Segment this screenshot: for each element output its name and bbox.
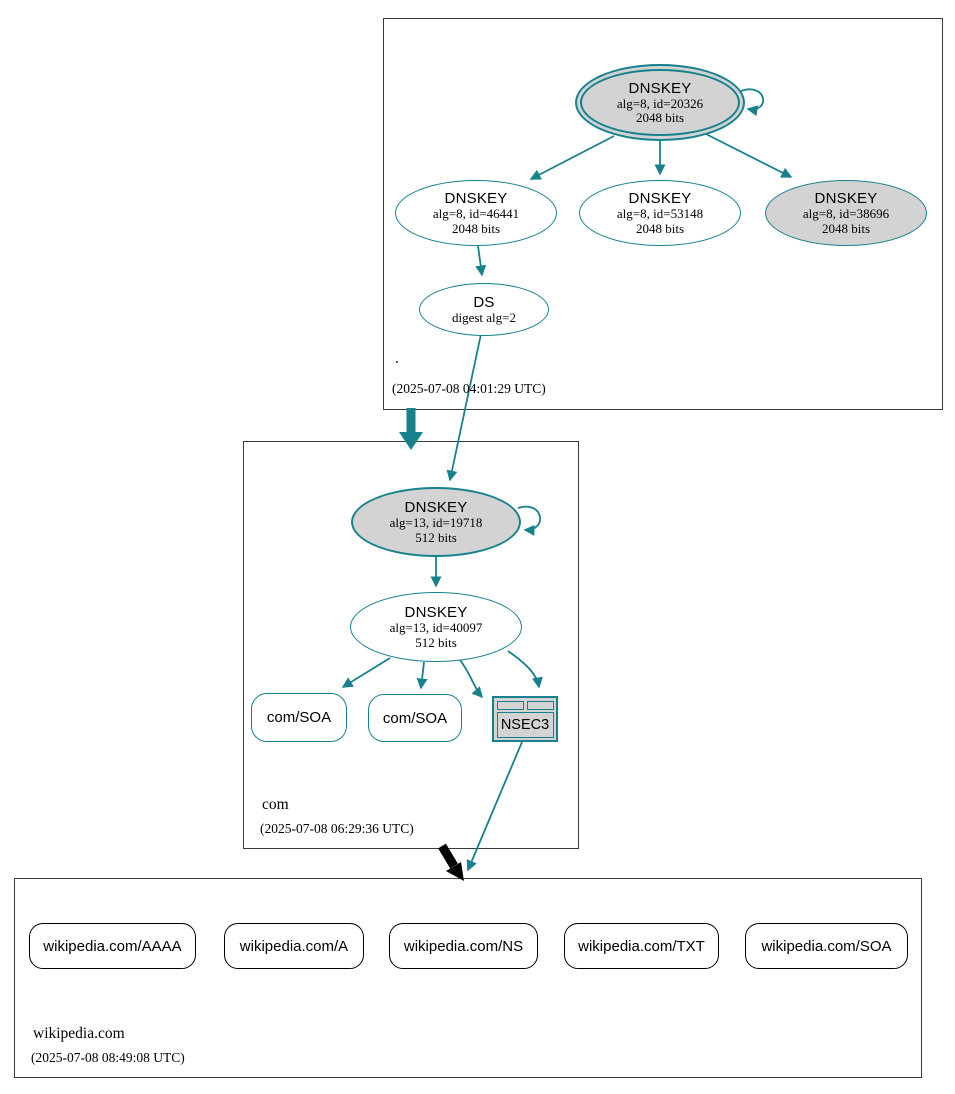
delegation-arrow-com-to-wikipedia <box>438 843 464 881</box>
wikipedia-zone-timestamp: (2025-07-08 08:49:08 UTC) <box>31 1050 185 1065</box>
dnskey-38696-bits: 2048 bits <box>821 220 871 236</box>
nsec3-node: NSEC3 <box>492 696 558 742</box>
wikipedia-zone-label: wikipedia.com <box>33 1025 125 1042</box>
dnskey-38696-title: DNSKEY <box>814 190 878 207</box>
dnskey-53148-title: DNSKEY <box>628 190 692 207</box>
ds-title: DS <box>473 293 495 311</box>
nsec3-label: NSEC3 <box>496 712 554 738</box>
wikipedia-txt-node: wikipedia.com/TXT <box>564 923 719 969</box>
dnskey-46441-bits: 2048 bits <box>451 220 501 236</box>
dnskey-46441-title: DNSKEY <box>444 190 508 207</box>
dnskey-19718-alg: alg=13, id=19718 <box>389 515 483 530</box>
dnskey-40097-node: DNSKEY alg=13, id=40097 512 bits <box>350 592 522 662</box>
root-zone-label: . <box>395 350 399 367</box>
nsec3-header-row <box>496 700 554 710</box>
dnskey-38696-alg: alg=8, id=38696 <box>802 206 890 221</box>
dnskey-40097-alg: alg=13, id=40097 <box>389 620 483 635</box>
wikipedia-a-node: wikipedia.com/A <box>224 923 364 969</box>
wikipedia-soa-node: wikipedia.com/SOA <box>745 923 908 969</box>
dnskey-46441-alg: alg=8, id=46441 <box>432 206 520 221</box>
wikipedia-ns-node: wikipedia.com/NS <box>389 923 538 969</box>
dnskey-20326-alg: alg=8, id=20326 <box>616 95 704 111</box>
dnskey-19718-node: DNSKEY alg=13, id=19718 512 bits <box>351 487 521 557</box>
dnskey-20326-node: DNSKEY alg=8, id=20326 2048 bits <box>575 64 745 141</box>
nsec3-header-cell-right <box>526 700 554 710</box>
com-zone-label: com <box>262 796 289 813</box>
dnskey-38696-node: DNSKEY alg=8, id=38696 2048 bits <box>765 180 927 246</box>
dnskey-20326-title: DNSKEY <box>628 79 692 97</box>
wikipedia-aaaa-node: wikipedia.com/AAAA <box>29 923 196 969</box>
dnskey-40097-title: DNSKEY <box>404 604 468 621</box>
nsec3-header-cell-left <box>496 700 524 710</box>
wikipedia-zone-box <box>14 878 922 1078</box>
root-zone-timestamp: (2025-07-08 04:01:29 UTC) <box>392 381 546 396</box>
ds-digest: digest alg=2 <box>451 309 517 325</box>
com-zone-timestamp: (2025-07-08 06:29:36 UTC) <box>260 821 414 836</box>
dnskey-53148-bits: 2048 bits <box>635 220 685 236</box>
com-soa-node-2: com/SOA <box>368 694 462 742</box>
dnskey-19718-bits: 512 bits <box>415 529 457 545</box>
dnskey-40097-bits: 512 bits <box>415 634 457 650</box>
dnskey-53148-alg: alg=8, id=53148 <box>616 206 704 221</box>
dnskey-19718-title: DNSKEY <box>404 499 468 516</box>
dnskey-53148-node: DNSKEY alg=8, id=53148 2048 bits <box>579 180 741 246</box>
ds-node: DS digest alg=2 <box>419 283 549 336</box>
dnskey-20326-bits: 2048 bits <box>635 110 685 125</box>
com-soa-node-1: com/SOA <box>251 693 347 742</box>
dnskey-46441-node: DNSKEY alg=8, id=46441 2048 bits <box>395 180 557 246</box>
